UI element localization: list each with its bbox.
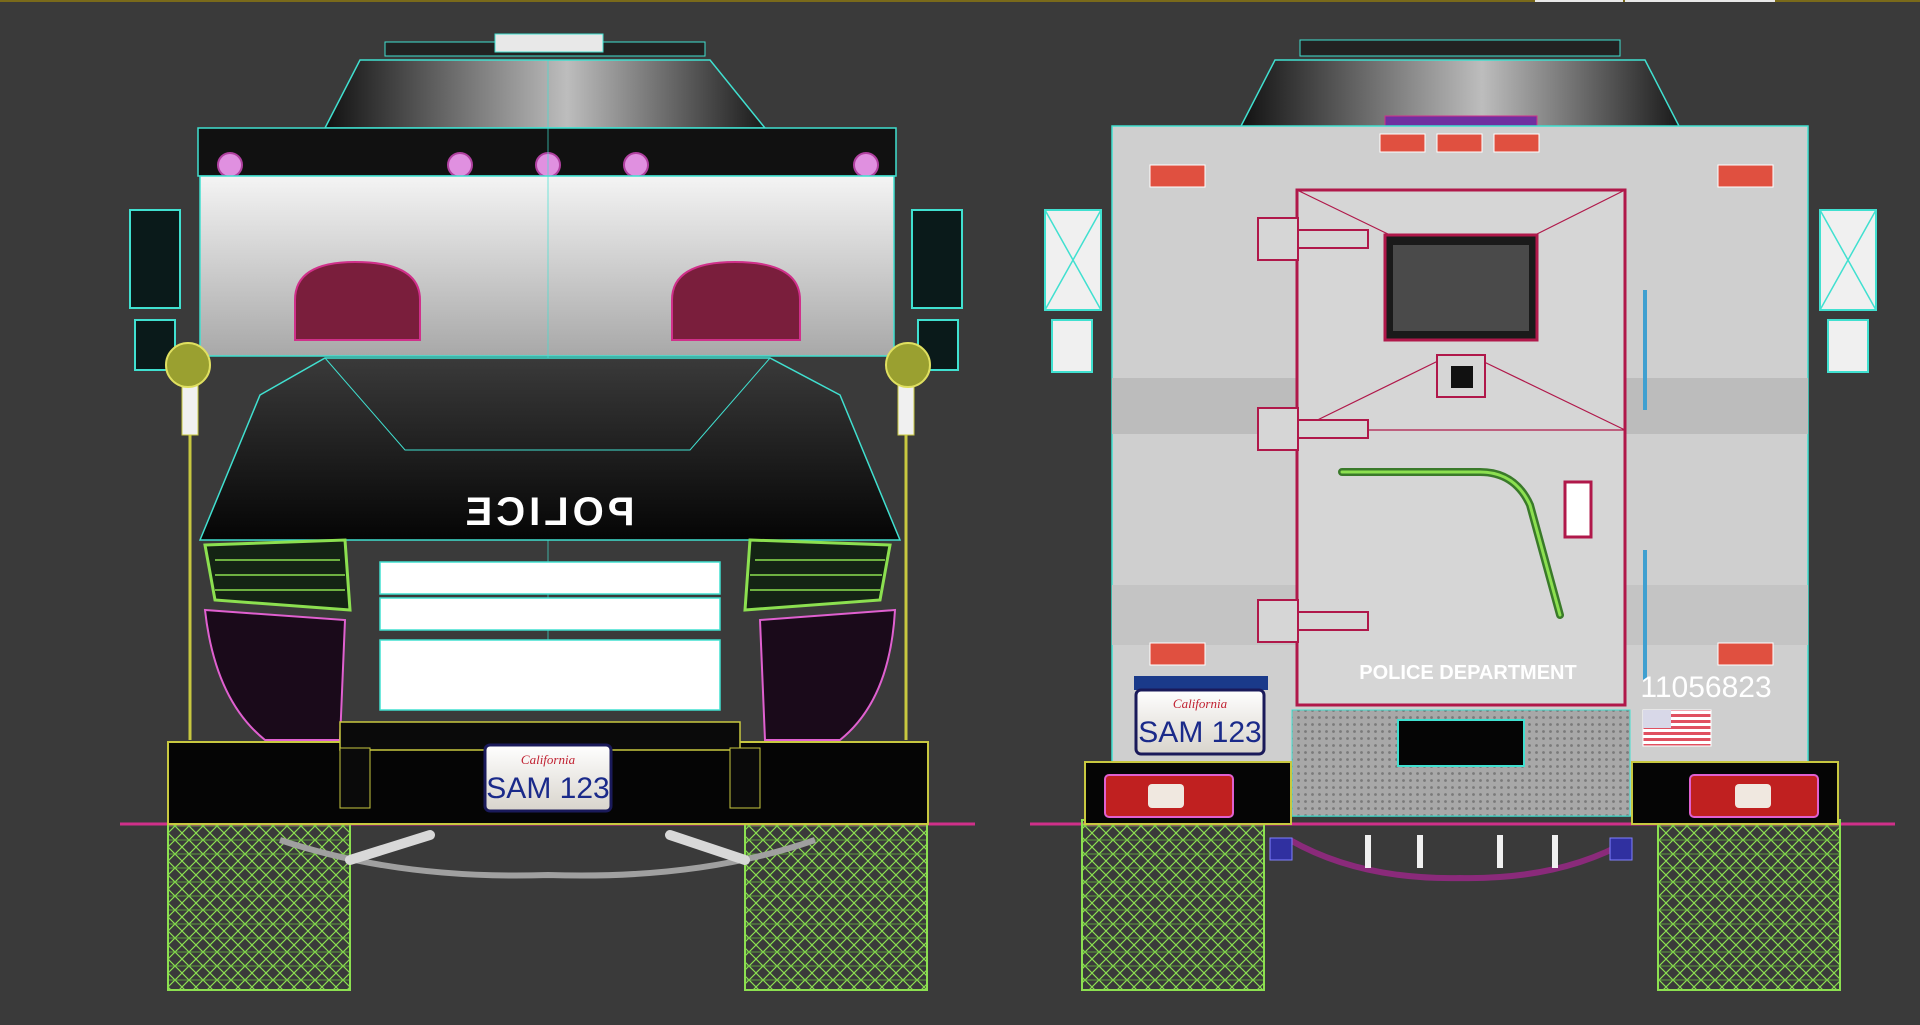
roof-marker-lights [217,152,879,178]
rear-left-tire [1081,819,1265,991]
rear-axle [1288,837,1632,882]
us-flag-icon [1642,709,1712,747]
rear-plate-state: California [1173,696,1228,711]
front-right-tire [744,819,928,991]
viewport-tab-marker [1625,0,1775,2]
right-tail-light [1689,774,1819,818]
left-mirror [129,209,181,309]
rear-view[interactable]: POLICE DEPARTMENT 11056823 California SA… [1030,39,1895,991]
left-tail-light [1104,774,1234,818]
viewport-border [0,0,1920,2]
right-fender [758,608,897,741]
front-license-plate: California SAM 123 [483,743,613,813]
front-plate-state: California [521,752,576,767]
passenger-seat-headrest [671,260,801,341]
unit-number-text: 11056823 [1640,671,1771,704]
rear-right-tire [1657,819,1841,991]
hood-police-text: POLICE [462,490,635,534]
grille-guard-right [743,538,892,612]
left-spotlight [165,342,211,388]
right-mirror [911,209,963,309]
left-fender [203,608,347,741]
upper-light-bar [379,561,721,595]
viewport-tab-marker [1535,0,1623,2]
middle-light-bar [379,597,721,631]
grille-guard-left [203,538,352,612]
rear-license-plate: California SAM 123 [1134,676,1268,756]
right-spotlight [885,342,931,388]
rear-marker-lights [1149,133,1774,666]
rear-step-slot [1397,719,1525,767]
door-handle [1563,480,1593,539]
front-view[interactable]: POLICE Ca [120,33,975,991]
front-plate-number: SAM 123 [486,772,609,805]
driver-seat-headrest [294,260,421,341]
rear-plate-number: SAM 123 [1138,716,1261,749]
rear-roof-hatch [1299,39,1621,57]
roof-light [494,33,604,53]
police-department-text: POLICE DEPARTMENT [1359,662,1576,684]
roof-dome [323,59,767,129]
left-mirror-lower [134,319,176,371]
front-left-tire [167,819,351,991]
lower-light-panel [379,639,721,711]
door-hinges [1257,217,1369,643]
